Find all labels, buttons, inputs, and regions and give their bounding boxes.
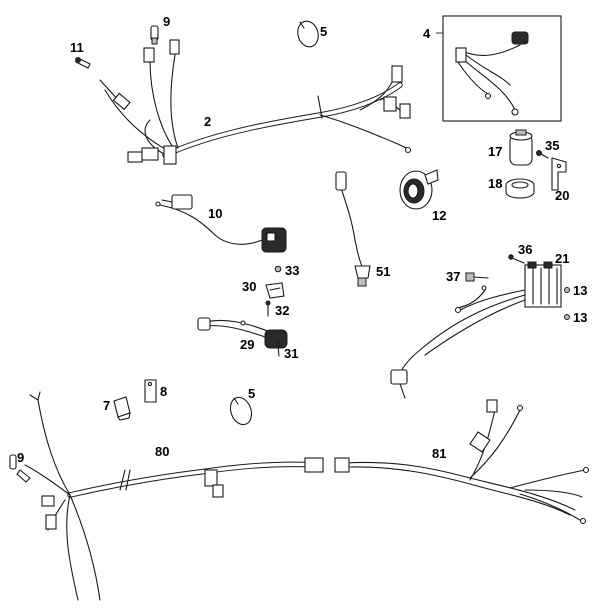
ring-terminal [481, 285, 487, 291]
screw-36 [508, 254, 525, 264]
harness-81-connector [334, 457, 350, 473]
bulb-top [150, 25, 159, 45]
callout-13: 13 [573, 310, 587, 325]
sensor-51 [335, 171, 371, 287]
callout-4: 4 [423, 26, 431, 41]
nuts-13 [564, 287, 570, 320]
rear-harness-connector [41, 495, 55, 507]
callout-35: 35 [545, 138, 559, 153]
callout-18: 18 [488, 176, 502, 191]
cable-tie-bottom [229, 396, 253, 426]
regulator-body [524, 264, 562, 308]
harness-connector [127, 151, 143, 163]
switch-assembly [155, 194, 287, 253]
callout-8: 8 [160, 384, 167, 399]
ring-terminal [511, 108, 519, 116]
kit-connector [455, 47, 467, 63]
callout-11: 11 [70, 40, 84, 55]
cable-tie-top [297, 20, 319, 48]
callout-31: 31 [284, 346, 298, 361]
ring-terminal [582, 466, 590, 474]
harness-connector [399, 103, 411, 119]
screw-32 [265, 300, 271, 317]
callout-20: 20 [555, 188, 569, 203]
callout-5: 5 [248, 386, 255, 401]
ring-terminal [155, 201, 161, 207]
harness-connector [169, 39, 180, 55]
relay-bracket-8 [144, 379, 157, 403]
callout-9: 9 [163, 14, 170, 29]
bolt-37 [465, 272, 489, 282]
ring-terminal [516, 404, 524, 412]
callout-9: 9 [17, 450, 24, 465]
callout-10: 10 [208, 206, 222, 221]
callout-7: 7 [103, 398, 110, 413]
callout-21: 21 [555, 251, 569, 266]
screw-31 [275, 341, 281, 357]
callout-33: 33 [285, 263, 299, 278]
switch-connector [171, 194, 193, 210]
main-wiring-harness [99, 39, 412, 165]
harness-connector [141, 147, 159, 161]
switch-29 [197, 317, 288, 349]
harness-81-connector [486, 399, 498, 413]
bulb-bottom [9, 454, 31, 483]
harness-connector [391, 65, 403, 83]
nut-33 [274, 265, 282, 273]
callout-37: 37 [446, 269, 460, 284]
rubber-holder [505, 178, 535, 199]
rear-wiring-harness-81 [334, 399, 590, 525]
rear-harness-connector [204, 469, 218, 487]
callout-2: 2 [204, 114, 211, 129]
harness-connector [383, 96, 397, 112]
callout-51: 51 [376, 264, 390, 279]
callout-32: 32 [275, 303, 289, 318]
callout-81: 81 [432, 446, 446, 461]
relay-7 [113, 396, 131, 421]
ring-terminal [404, 146, 412, 154]
capacitor [509, 129, 533, 166]
wiring-kit-box [436, 15, 562, 122]
rear-harness-connector [304, 457, 324, 473]
callout-17: 17 [488, 144, 502, 159]
regulator-rectifier [390, 261, 562, 399]
callout-5: 5 [320, 24, 327, 39]
harness-connector [143, 47, 155, 63]
ring-terminal [579, 517, 587, 525]
callout-30: 30 [242, 279, 256, 294]
screw-35 [536, 150, 549, 159]
ring-terminal [454, 306, 462, 314]
kit-frame [442, 15, 562, 122]
callout-80: 80 [155, 444, 169, 459]
regulator-connector [390, 369, 408, 385]
rear-harness-connector [212, 484, 224, 498]
clamp-30 [265, 282, 285, 299]
horn [399, 169, 439, 210]
flasher-relay [511, 31, 529, 45]
ring-terminal [484, 92, 492, 100]
callout-13: 13 [573, 283, 587, 298]
callout-12: 12 [432, 208, 446, 223]
rear-harness-connector [45, 514, 57, 530]
harness-connector [163, 145, 177, 165]
callout-36: 36 [518, 242, 532, 257]
small-bulb [75, 57, 91, 69]
callout-labels: 9 5 4 11 2 17 35 18 20 10 12 36 21 33 51… [17, 14, 587, 465]
bracket-20 [551, 157, 567, 191]
rear-wiring-harness-80 [24, 391, 324, 601]
callout-29: 29 [240, 337, 254, 352]
harness-connector [112, 92, 131, 111]
